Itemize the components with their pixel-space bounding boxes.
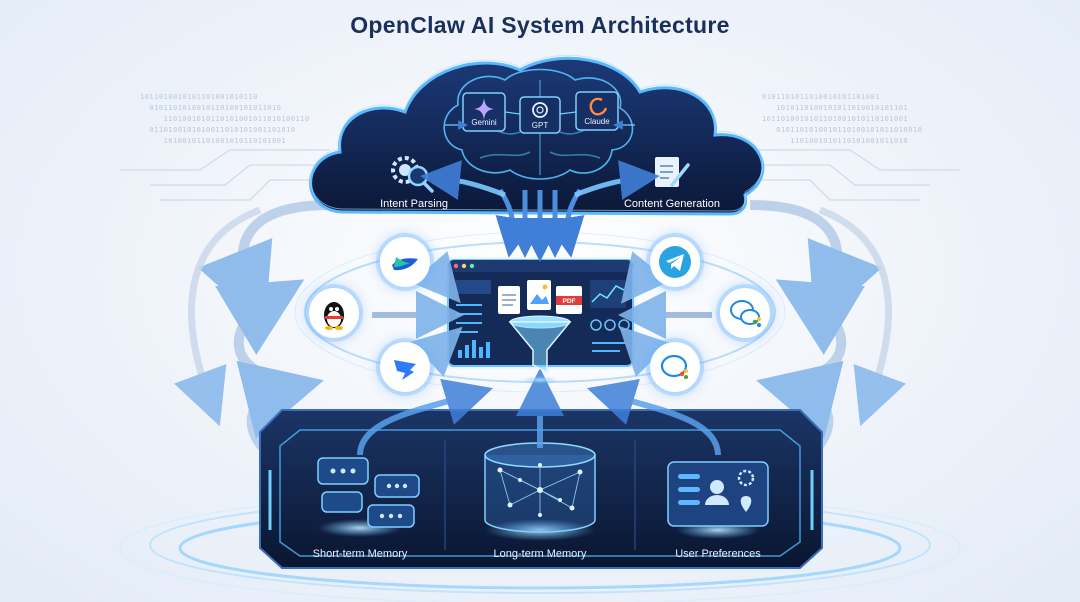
document-pen-icon — [655, 157, 690, 187]
user-preferences-label: User Preferences — [675, 548, 761, 560]
wechat-icon — [720, 288, 770, 338]
page-title: OpenClaw AI System Architecture — [350, 12, 730, 38]
long-term-memory-label: Long-term Memory — [493, 548, 587, 560]
intent-parsing-label: Intent Parsing — [380, 198, 448, 210]
funnel-icon — [508, 315, 572, 384]
model-label-gpt: GPT — [531, 121, 549, 130]
wecom-icon — [650, 342, 700, 392]
binary-stream-left: 1011010010101101001010110 01011010100101… — [140, 93, 310, 145]
model-chip-gpt — [519, 96, 561, 134]
model-chip-claude — [575, 91, 619, 131]
app-to-hub-arrows — [372, 251, 712, 377]
circuit-traces — [120, 149, 960, 201]
chat-bubbles-icon — [317, 457, 420, 537]
content-generation-label: Content Generation — [623, 198, 720, 210]
short-term-memory-label: Short-term Memory — [312, 548, 408, 560]
neural-cylinder-icon — [484, 442, 596, 541]
ai-cloud — [309, 54, 765, 216]
model-label-gemini: Gemini — [471, 118, 497, 127]
qq-penguin-icon — [309, 288, 359, 338]
dashboard-hub — [443, 257, 638, 384]
document-file-icon — [498, 286, 520, 314]
model-label-claude: Claude — [584, 117, 610, 126]
dingtalk-icon — [380, 342, 430, 392]
far-flow-arrows — [173, 206, 907, 427]
image-file-icon — [527, 280, 551, 310]
model-interconnects — [445, 111, 635, 130]
user-settings-icon — [667, 461, 769, 539]
lark-bird-icon — [380, 237, 430, 287]
memory-to-hub-arrows — [357, 368, 721, 456]
binary-stream-right: 0101101011010010101101001 10101101001010… — [762, 93, 923, 145]
telegram-icon — [650, 237, 700, 287]
pdf-file-icon — [556, 286, 582, 314]
pdf-badge-label: PDF — [563, 298, 576, 305]
cloud-internal-arrows — [420, 160, 660, 200]
